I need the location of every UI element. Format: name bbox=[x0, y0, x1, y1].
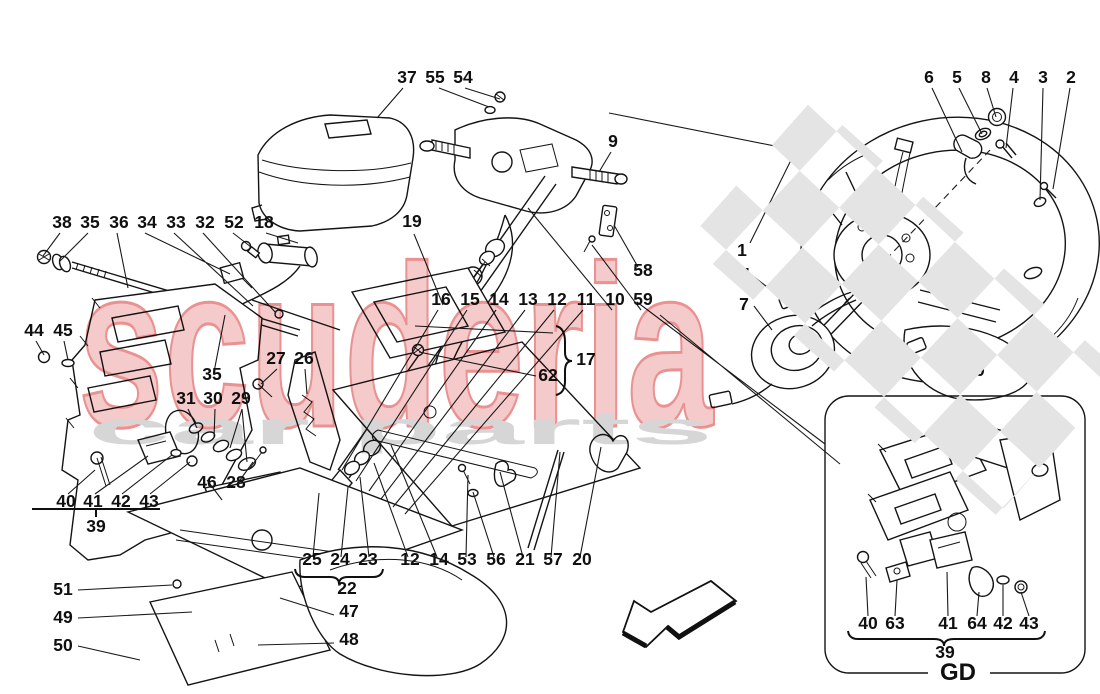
ignition-switch bbox=[201, 234, 318, 328]
callout-25: 25 bbox=[302, 549, 322, 569]
callout-27: 27 bbox=[266, 348, 285, 368]
callout-57: 57 bbox=[543, 549, 562, 569]
callout-5: 5 bbox=[952, 67, 962, 87]
callout-14b: 14 bbox=[429, 549, 449, 569]
group-brace-39-inset bbox=[847, 630, 1046, 647]
callout-37: 37 bbox=[397, 67, 416, 87]
callout-4: 4 bbox=[1009, 67, 1019, 87]
callout-45: 45 bbox=[53, 320, 73, 340]
callout-14a: 14 bbox=[489, 289, 509, 309]
lower-shields bbox=[125, 433, 629, 686]
callout-48: 48 bbox=[339, 629, 359, 649]
callout-58: 58 bbox=[633, 260, 653, 280]
group-brace-22 bbox=[294, 568, 384, 585]
callout-51: 51 bbox=[53, 579, 73, 599]
callout-54: 54 bbox=[453, 67, 473, 87]
switch-assembly bbox=[419, 117, 628, 214]
callout-64: 64 bbox=[967, 613, 987, 633]
leader-lines-inset bbox=[636, 301, 1030, 617]
callout-26: 26 bbox=[294, 348, 314, 368]
callout-59: 59 bbox=[633, 289, 653, 309]
leader-lines-left bbox=[35, 232, 308, 463]
callout-12a: 12 bbox=[547, 289, 567, 309]
linkage-parts bbox=[219, 261, 341, 471]
callout-43b: 43 bbox=[1019, 613, 1039, 633]
leader-lines-top bbox=[376, 87, 796, 306]
callout-16: 16 bbox=[431, 289, 451, 309]
column-shroud bbox=[251, 114, 415, 232]
callout-49: 49 bbox=[53, 607, 73, 627]
callout-28: 28 bbox=[226, 472, 246, 492]
callout-21: 21 bbox=[515, 549, 535, 569]
callout-15: 15 bbox=[460, 289, 480, 309]
callout-31: 31 bbox=[176, 388, 196, 408]
upper-housing bbox=[350, 267, 507, 359]
callout-17: 17 bbox=[576, 349, 595, 369]
callout-35a: 35 bbox=[80, 212, 100, 232]
callout-52: 52 bbox=[224, 212, 244, 232]
callout-39a: 39 bbox=[86, 516, 106, 536]
callout-41a: 41 bbox=[83, 491, 103, 511]
callout-33: 33 bbox=[166, 212, 186, 232]
callout-55: 55 bbox=[425, 67, 445, 87]
callout-24: 24 bbox=[330, 549, 350, 569]
callout-39b: 39 bbox=[935, 642, 955, 662]
callout-63: 63 bbox=[885, 613, 905, 633]
callout-41b: 41 bbox=[938, 613, 958, 633]
leader-lines-bottom bbox=[67, 444, 602, 661]
callout-36: 36 bbox=[109, 212, 129, 232]
inset-fasteners bbox=[856, 531, 1028, 597]
callout-56: 56 bbox=[486, 549, 506, 569]
callout-62: 62 bbox=[538, 365, 558, 385]
callout-32: 32 bbox=[195, 212, 215, 232]
callout-29: 29 bbox=[231, 388, 251, 408]
callout-42b: 42 bbox=[993, 613, 1013, 633]
callout-34: 34 bbox=[137, 212, 157, 232]
callout-47: 47 bbox=[339, 601, 358, 621]
callout-42a: 42 bbox=[111, 491, 131, 511]
callout-10: 10 bbox=[605, 289, 625, 309]
callout-6: 6 bbox=[924, 67, 934, 87]
callout-30: 30 bbox=[203, 388, 223, 408]
lock-plate bbox=[583, 204, 618, 253]
wheel-fasteners bbox=[953, 107, 1057, 208]
leader-lines-column bbox=[341, 207, 642, 515]
direction-arrow bbox=[621, 579, 738, 649]
callout-7: 7 bbox=[739, 294, 749, 314]
callout-3: 3 bbox=[1038, 67, 1048, 87]
callout-40a: 40 bbox=[56, 491, 76, 511]
callout-22: 22 bbox=[337, 578, 357, 598]
callout-9: 9 bbox=[608, 131, 618, 151]
callout-46: 46 bbox=[197, 472, 217, 492]
callout-53: 53 bbox=[457, 549, 477, 569]
callout-50: 50 bbox=[53, 635, 73, 655]
callout-20: 20 bbox=[572, 549, 592, 569]
callout-2: 2 bbox=[1066, 67, 1076, 87]
callout-43a: 43 bbox=[139, 491, 159, 511]
group-underline-39 bbox=[32, 508, 160, 517]
callout-23: 23 bbox=[358, 549, 378, 569]
callout-11: 11 bbox=[577, 289, 596, 309]
callout-44: 44 bbox=[24, 320, 44, 340]
callout-19: 19 bbox=[402, 211, 422, 231]
callout-12b: 12 bbox=[400, 549, 420, 569]
callout-38: 38 bbox=[52, 212, 72, 232]
inset-title-gd: GD bbox=[940, 659, 976, 686]
callout-40b: 40 bbox=[858, 613, 878, 633]
callout-13: 13 bbox=[518, 289, 538, 309]
group-brace-17 bbox=[555, 325, 573, 396]
callout-35b: 35 bbox=[202, 364, 222, 384]
callout-18: 18 bbox=[254, 212, 274, 232]
callout-8: 8 bbox=[981, 67, 991, 87]
